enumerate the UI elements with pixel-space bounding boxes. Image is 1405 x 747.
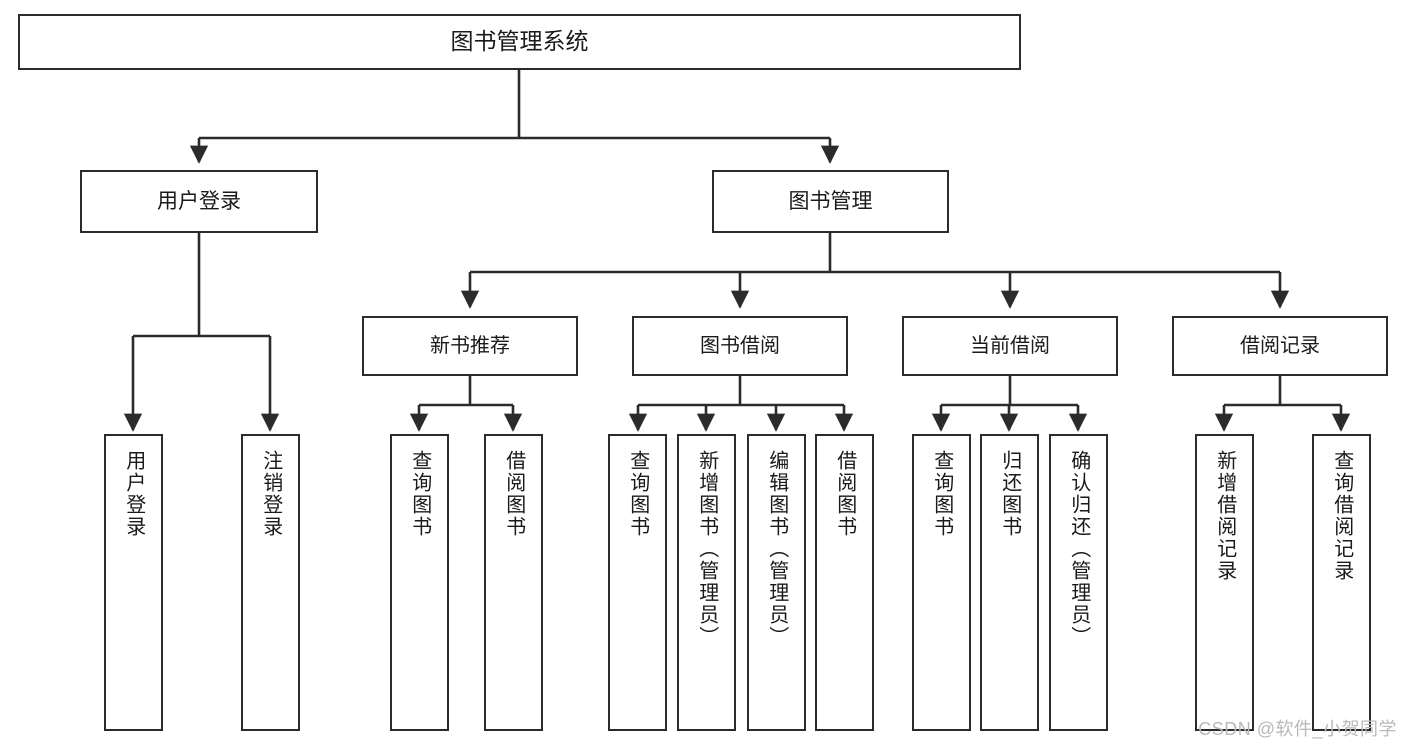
csdn-watermark: CSDN @软件_小贺同学: [1198, 719, 1397, 739]
node-user-login[interactable]: 用户登录: [80, 170, 318, 233]
node-book-management[interactable]: 图书管理: [712, 170, 949, 233]
leaf-new-book-borrow-label: 借阅图书: [502, 450, 525, 538]
leaf-book-borrow-query[interactable]: 查询图书: [608, 434, 667, 731]
leaf-borrow-record-add-label: 新增借阅记录: [1213, 450, 1236, 582]
leaf-current-borrow-confirm[interactable]: 确认归还（管理员）: [1049, 434, 1108, 731]
leaf-user-login-login[interactable]: 用户登录: [104, 434, 163, 731]
node-current-borrow-label: 当前借阅: [970, 334, 1050, 357]
leaf-borrow-record-query[interactable]: 查询借阅记录: [1312, 434, 1371, 731]
leaf-book-borrow-borrow[interactable]: 借阅图书: [815, 434, 874, 731]
leaf-current-borrow-return-label: 归还图书: [998, 450, 1021, 538]
leaf-borrow-record-query-label: 查询借阅记录: [1330, 450, 1353, 582]
leaf-current-borrow-query[interactable]: 查询图书: [912, 434, 971, 731]
node-borrow-record[interactable]: 借阅记录: [1172, 316, 1388, 376]
leaf-user-login-login-label: 用户登录: [122, 450, 145, 538]
leaf-book-borrow-query-label: 查询图书: [626, 450, 649, 538]
node-borrow-record-label: 借阅记录: [1240, 334, 1320, 357]
leaf-book-borrow-edit-label: 编辑图书（管理员）: [765, 450, 788, 648]
node-root-label: 图书管理系统: [450, 28, 589, 55]
leaf-book-borrow-add[interactable]: 新增图书（管理员）: [677, 434, 736, 731]
leaf-new-book-query[interactable]: 查询图书: [390, 434, 449, 731]
leaf-book-borrow-edit[interactable]: 编辑图书（管理员）: [747, 434, 806, 731]
node-root[interactable]: 图书管理系统: [18, 14, 1021, 70]
leaf-book-borrow-add-label: 新增图书（管理员）: [695, 450, 718, 648]
node-user-login-label: 用户登录: [157, 189, 241, 213]
leaf-user-login-logout[interactable]: 注销登录: [241, 434, 300, 731]
node-new-book-recommend-label: 新书推荐: [430, 334, 510, 357]
node-current-borrow[interactable]: 当前借阅: [902, 316, 1118, 376]
leaf-current-borrow-return[interactable]: 归还图书: [980, 434, 1039, 731]
node-book-borrow[interactable]: 图书借阅: [632, 316, 848, 376]
leaf-borrow-record-add[interactable]: 新增借阅记录: [1195, 434, 1254, 731]
leaf-current-borrow-query-label: 查询图书: [930, 450, 953, 538]
node-book-management-label: 图书管理: [788, 189, 873, 213]
node-book-borrow-label: 图书借阅: [700, 334, 780, 357]
leaf-new-book-query-label: 查询图书: [408, 450, 431, 538]
node-new-book-recommend[interactable]: 新书推荐: [362, 316, 578, 376]
leaf-current-borrow-confirm-label: 确认归还（管理员）: [1067, 450, 1090, 648]
leaf-book-borrow-borrow-label: 借阅图书: [833, 450, 856, 538]
leaf-user-login-logout-label: 注销登录: [259, 450, 282, 538]
leaf-new-book-borrow[interactable]: 借阅图书: [484, 434, 543, 731]
